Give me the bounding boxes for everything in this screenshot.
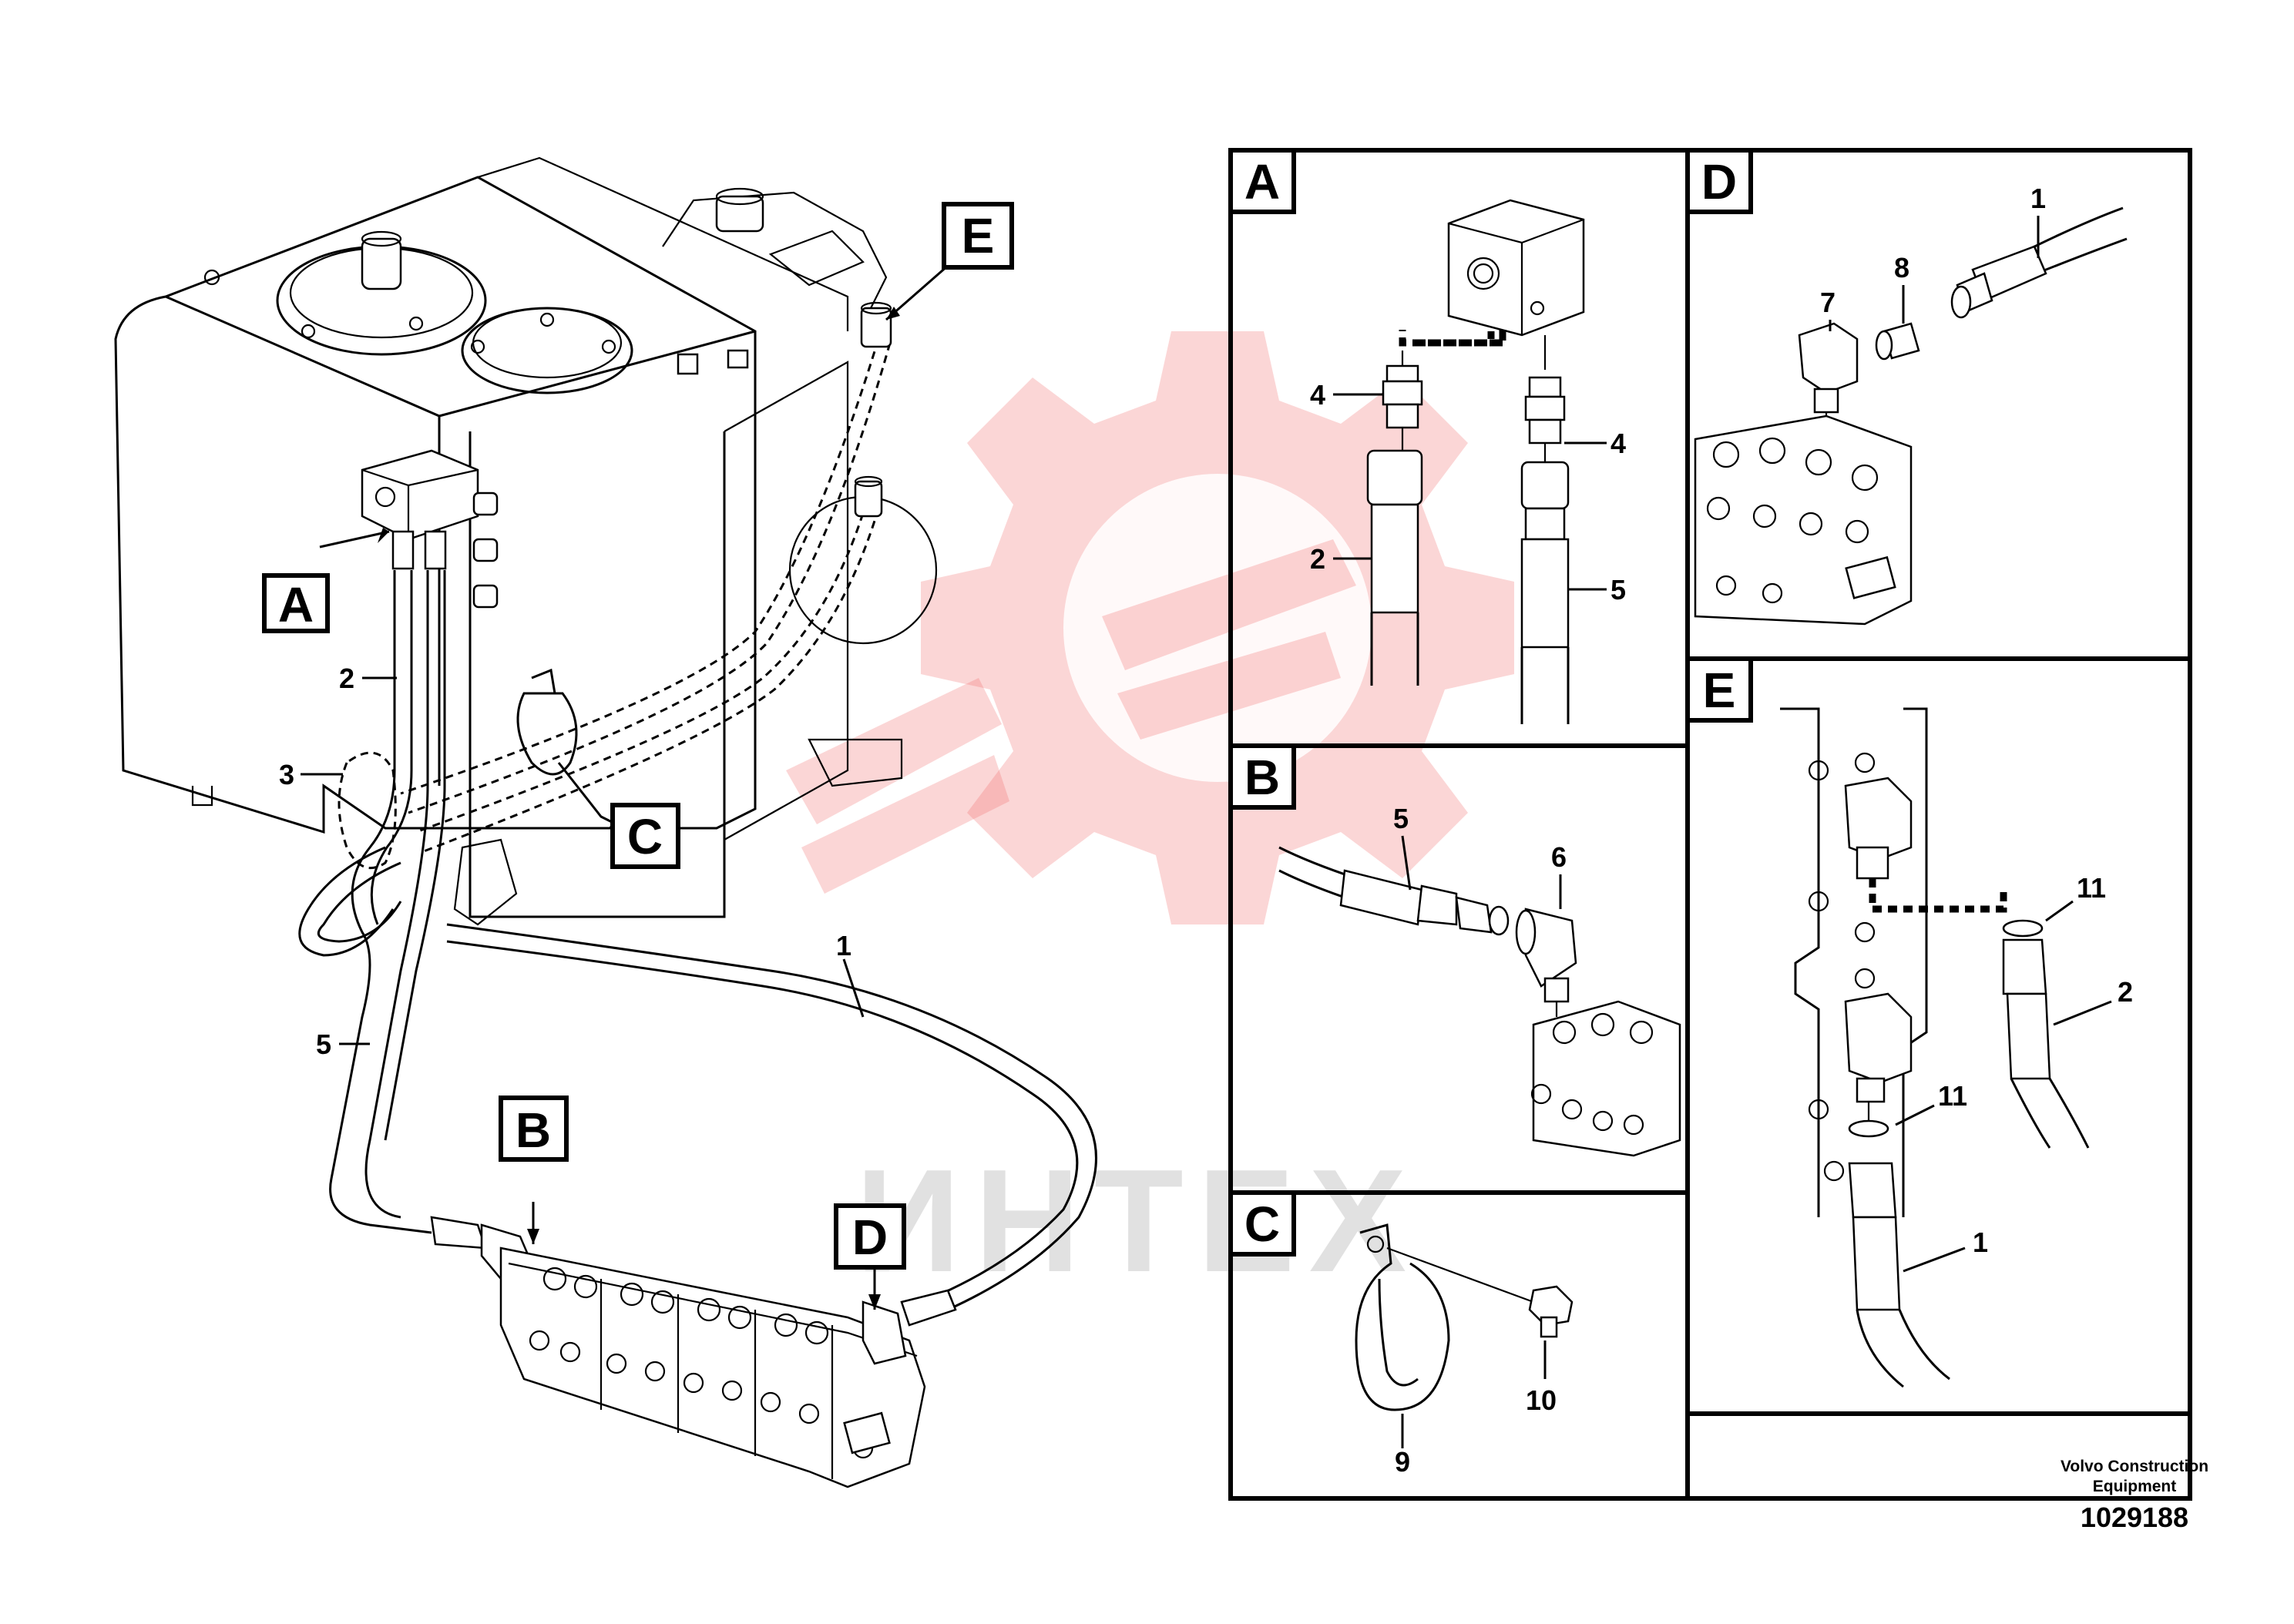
svg-text:E: E (1703, 663, 1736, 718)
hose-1-main (446, 923, 1097, 1327)
callout-1-d: 1 (2030, 183, 2046, 214)
hose-2-5-main (298, 530, 533, 1280)
clamp-c-main (516, 668, 578, 776)
document-number: 1029188 (2081, 1502, 2188, 1533)
detail-panel-a: A 4 4 2 5 (1228, 148, 1626, 724)
footer-block: Volvo Construction Equipment 1029188 (2061, 1458, 2208, 1533)
main-letter-c: C (610, 803, 680, 869)
callout-7-d: 7 (1820, 287, 1836, 318)
main-letter-b: B (499, 1096, 569, 1162)
callout-4-right-a: 4 (1611, 428, 1626, 459)
svg-text:A: A (278, 577, 314, 632)
detail-panel-e: E 11 11 2 (1685, 656, 2133, 1388)
main-letter-a: A (262, 573, 330, 633)
svg-text:D: D (1701, 154, 1737, 210)
main-letter-e: E (942, 202, 1014, 270)
callout-5-a: 5 (1611, 574, 1626, 606)
callout-11-bottom-e: 11 (1938, 1080, 1967, 1112)
footer-company-line2: Equipment (2093, 1478, 2177, 1495)
callout-10-c: 10 (1526, 1384, 1557, 1416)
callout-9-c: 9 (1395, 1446, 1410, 1478)
svg-text:B: B (516, 1102, 551, 1158)
callout-2-e: 2 (2118, 976, 2133, 1008)
svg-text:A: A (1244, 154, 1280, 210)
detail-frames (1228, 148, 2192, 1501)
detail-panel-d: D 1 8 7 (1685, 148, 2128, 626)
svg-text:C: C (627, 809, 663, 864)
main-illustration: A B C D E 2 3 5 1 (114, 156, 1097, 1488)
callout-2-main: 2 (339, 663, 354, 694)
hydraulic-tank (114, 156, 938, 926)
watermark-gear-icon (786, 331, 1514, 924)
callout-1-e: 1 (1973, 1226, 1988, 1258)
callout-11-top-e: 11 (2077, 872, 2106, 904)
callout-2-a: 2 (1310, 543, 1325, 575)
callout-6-b: 6 (1551, 841, 1567, 873)
callout-3-main: 3 (279, 759, 294, 790)
callout-4-left-a: 4 (1310, 379, 1325, 411)
control-valve-block (499, 1247, 926, 1488)
callout-5-main: 5 (316, 1028, 331, 1060)
callout-5-b: 5 (1393, 803, 1409, 834)
callout-8-d: 8 (1894, 252, 1909, 284)
main-letter-d: D (834, 1203, 906, 1270)
callout-1-main: 1 (836, 930, 851, 961)
watermark-text: ИНТЕХ (855, 1139, 1420, 1303)
svg-text:B: B (1244, 750, 1280, 805)
svg-text:D: D (852, 1210, 888, 1265)
footer-company-line1: Volvo Construction (2061, 1458, 2208, 1475)
svg-text:E: E (962, 208, 995, 263)
detail-panel-b: B 5 6 (1228, 743, 1681, 1157)
detail-panel-c: C 9 10 (1228, 1190, 1574, 1478)
svg-text:C: C (1244, 1196, 1280, 1252)
hoses-to-e-dashed (400, 301, 892, 853)
